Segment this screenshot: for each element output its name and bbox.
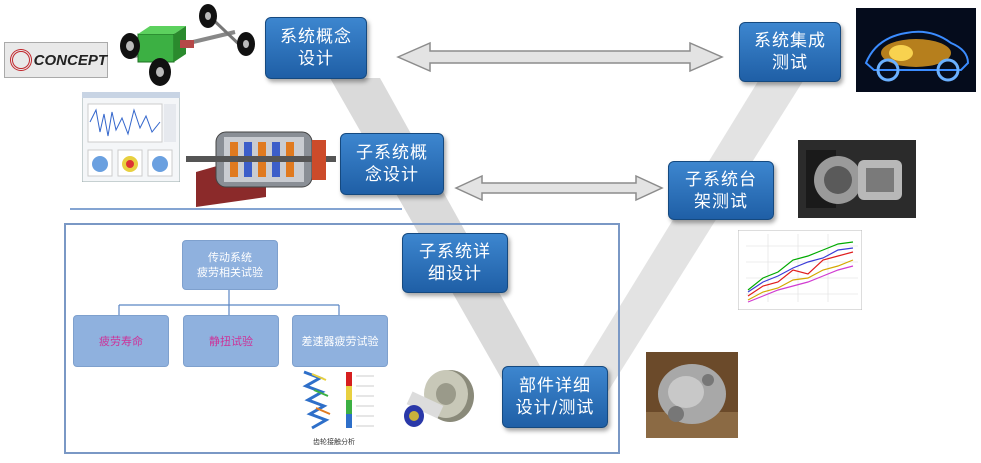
bench-photo-image <box>798 140 916 218</box>
double-arrow-icon <box>454 174 664 202</box>
differential-fatigue-box: 差速器疲劳试验 <box>292 315 388 367</box>
gearbox-photo-image <box>646 352 738 438</box>
fatigue-life-box: 疲劳寿命 <box>73 315 169 367</box>
gear-fea-image <box>300 368 378 434</box>
chassis-image <box>120 4 255 86</box>
gear-3d-image <box>404 370 474 427</box>
concept-logo-icon <box>10 49 32 71</box>
concept-logo-text: CONCEPT <box>33 51 107 69</box>
gear-contact-caption: 齿轮接触分析 <box>313 438 355 446</box>
double-arrow-icon <box>396 41 724 73</box>
car-xray-image <box>856 8 976 92</box>
static-torsion-box: 静扭试验 <box>183 315 279 367</box>
motor-cutaway-image <box>186 131 336 207</box>
system-concept-design-box: 系统概念 设计 <box>265 17 367 79</box>
software-screenshot-image <box>82 92 180 182</box>
component-detail-design-test-box: 部件详细 设计/测试 <box>502 366 608 428</box>
fatigue-test-panel <box>64 223 620 454</box>
subsystem-concept-design-box: 子系统概 念设计 <box>340 133 444 195</box>
line-plot-image <box>738 230 862 310</box>
subsystem-bench-test-box: 子系统台 架测试 <box>668 161 774 220</box>
tree-connectors <box>118 289 340 315</box>
subsystem-detail-design-box: 子系统详 细设计 <box>402 233 508 293</box>
fatigue-root-box: 传动系统 疲劳相关试验 <box>182 240 278 290</box>
concept-logo: CONCEPT <box>4 42 108 78</box>
system-integration-test-box: 系统集成 测试 <box>739 22 841 82</box>
